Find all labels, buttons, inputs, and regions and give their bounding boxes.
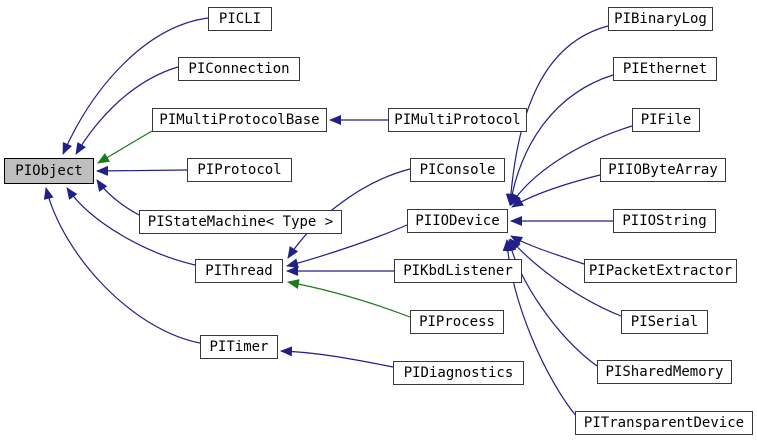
node-pitransparentdevice[interactable]: PITransparentDevice bbox=[575, 411, 753, 435]
node-piprocess[interactable]: PIProcess bbox=[410, 310, 504, 334]
edge-piconnection-piobject bbox=[75, 66, 179, 155]
node-piiobytearray[interactable]: PIIOByteArray bbox=[600, 158, 726, 182]
node-pifile[interactable]: PIFile bbox=[632, 108, 700, 132]
node-pisharedmemory[interactable]: PISharedMemory bbox=[597, 360, 732, 384]
edge-pistatemachine-piobject bbox=[96, 179, 140, 216]
edge-pisharedmemory-piiodevice bbox=[506, 239, 598, 367]
edge-pibinarylog-piiodevice bbox=[505, 25, 609, 206]
node-pidiagnostics[interactable]: PIDiagnostics bbox=[393, 361, 524, 385]
edge-piconsole-pithread bbox=[287, 168, 411, 259]
node-pimultiprotocolbase[interactable]: PIMultiProtocolBase bbox=[152, 108, 327, 132]
node-pikbdlistener[interactable]: PIKbdListener bbox=[394, 259, 522, 283]
node-piserial[interactable]: PISerial bbox=[621, 310, 708, 334]
edge-piethernet-piiodevice bbox=[506, 74, 614, 206]
node-picli[interactable]: PICLI bbox=[208, 7, 272, 31]
edge-piiobytearray-piiodevice bbox=[511, 174, 601, 208]
node-pistatemachine[interactable]: PIStateMachine< Type > bbox=[139, 210, 342, 234]
edge-piserial-piiodevice bbox=[509, 238, 622, 317]
node-piprotocol[interactable]: PIProtocol bbox=[187, 158, 292, 182]
edge-picli-piobject bbox=[62, 17, 209, 155]
node-pitimer[interactable]: PITimer bbox=[200, 335, 278, 359]
node-pibinarylog[interactable]: PIBinaryLog bbox=[608, 7, 713, 31]
node-piconsole[interactable]: PIConsole bbox=[410, 158, 505, 182]
edge-pitimer-piobject bbox=[43, 187, 201, 344]
edge-pidiagnostics-pitimer bbox=[280, 346, 394, 368]
edge-pithread-piobject bbox=[66, 187, 196, 266]
node-piiostring[interactable]: PIIOString bbox=[613, 209, 716, 233]
node-piconnection[interactable]: PIConnection bbox=[178, 57, 300, 81]
node-piethernet[interactable]: PIEthernet bbox=[613, 57, 717, 81]
node-piobject: PIObject bbox=[4, 158, 94, 184]
node-pipacketextractor[interactable]: PIPacketExtractor bbox=[584, 259, 737, 283]
node-piiodevice[interactable]: PIIODevice bbox=[407, 209, 508, 233]
edge-piiodevice-pithread bbox=[286, 224, 408, 269]
edge-piprocess-pithread-protected bbox=[287, 279, 411, 318]
node-pithread[interactable]: PIThread bbox=[195, 259, 283, 283]
edge-piprotocol-piobject bbox=[96, 165, 188, 176]
edge-pimultiprotocolbase-piobject-protected bbox=[97, 130, 153, 164]
edge-pifile-piiodevice bbox=[510, 125, 633, 206]
node-pimultiprotocol[interactable]: PIMultiProtocol bbox=[388, 108, 527, 132]
